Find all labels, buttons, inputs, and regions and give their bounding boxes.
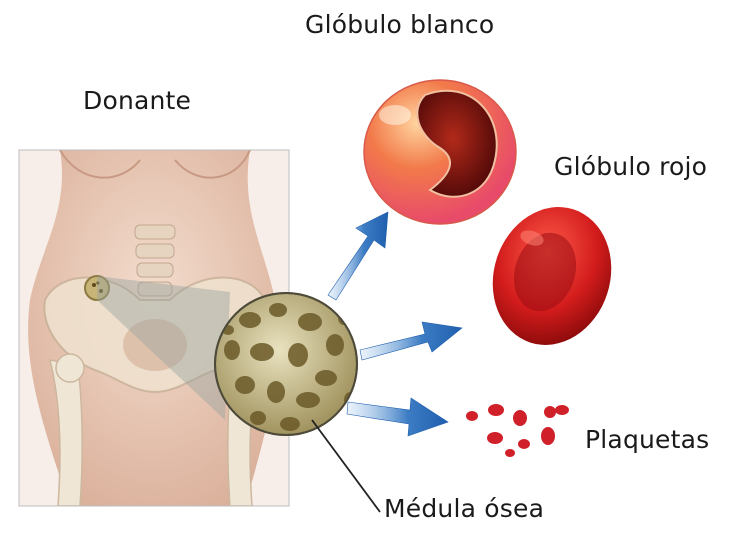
arrow-to-white-cell xyxy=(328,212,388,300)
donor-label: Donante xyxy=(83,86,191,115)
bone-marrow-label: Médula ósea xyxy=(384,494,544,523)
bone-marrow-magnified xyxy=(214,292,358,436)
red-blood-cell xyxy=(475,192,629,361)
white-cell-label: Glóbulo blanco xyxy=(305,10,494,39)
arrow-to-red-cell xyxy=(360,322,462,360)
arrow-to-platelets xyxy=(347,398,448,436)
red-cell-label: Glóbulo rojo xyxy=(554,152,707,181)
white-blood-cell xyxy=(364,80,516,224)
bone-marrow-leader-line xyxy=(312,420,380,512)
platelets xyxy=(466,404,569,457)
platelets-label: Plaquetas xyxy=(585,425,709,454)
